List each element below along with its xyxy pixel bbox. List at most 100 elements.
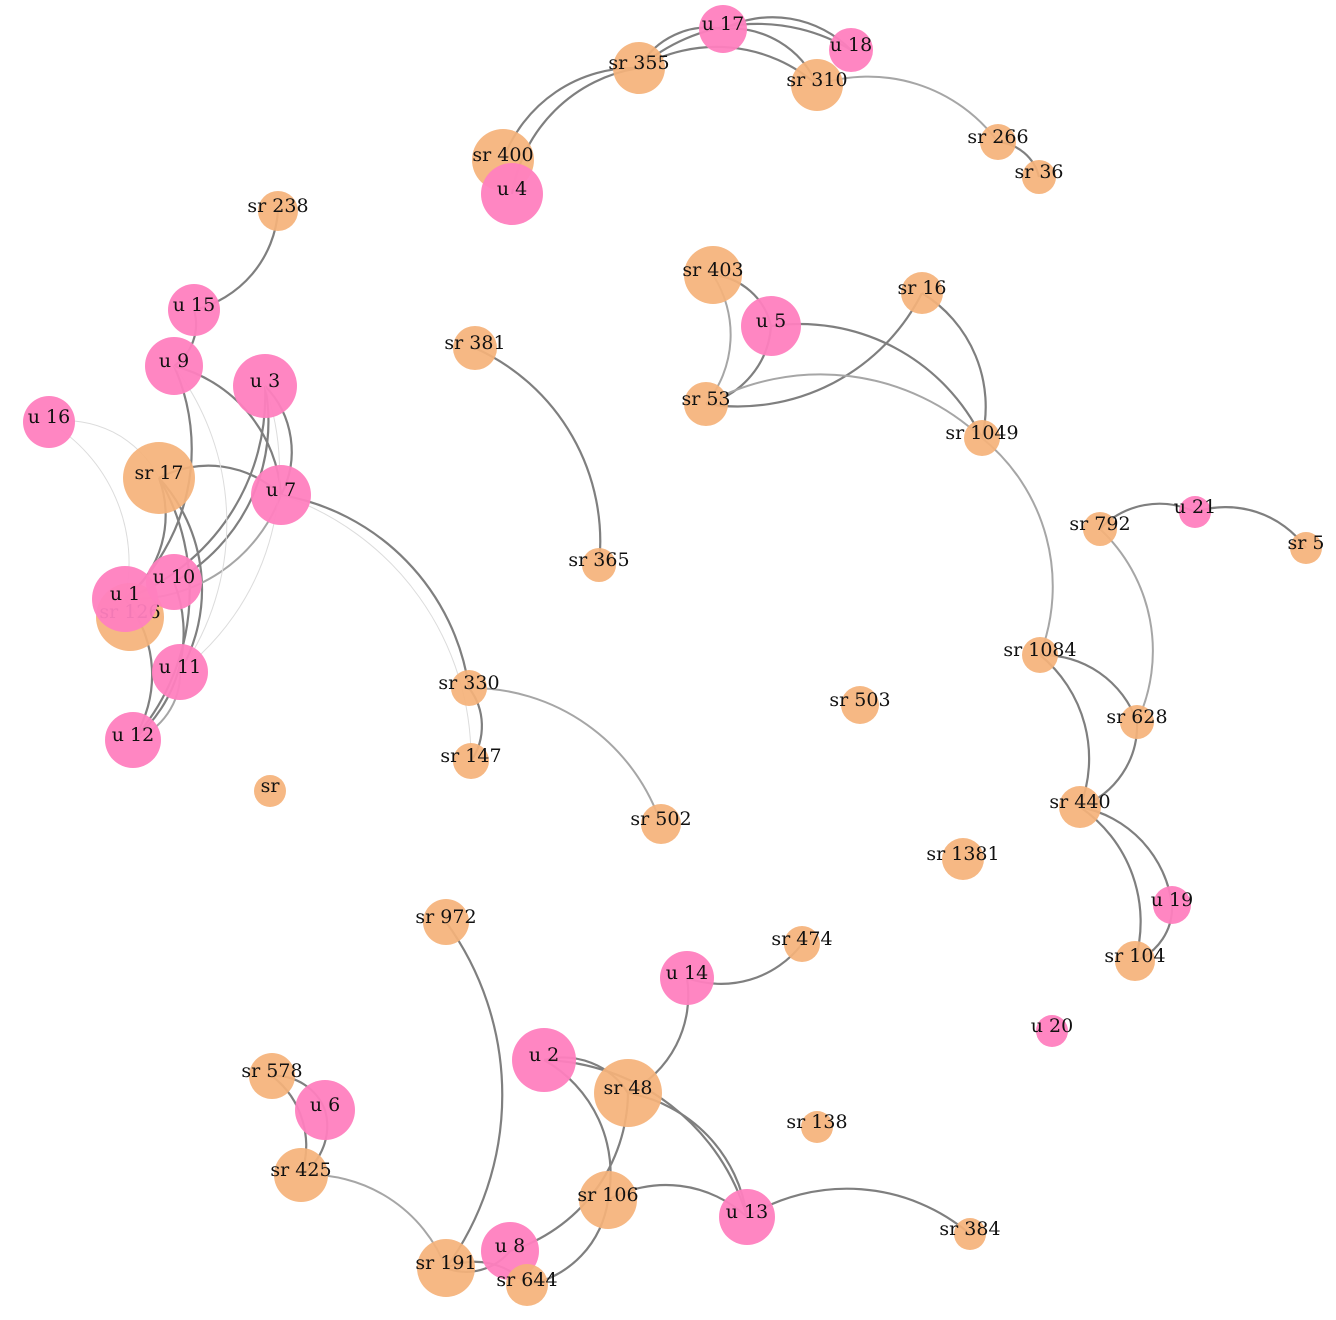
node-circle-sr266[interactable] [980, 124, 1016, 160]
node-sr628[interactable]: sr 628 [1106, 705, 1168, 739]
node-u2[interactable]: u 2 [512, 1028, 576, 1092]
node-sr238[interactable]: sr 238 [247, 191, 309, 231]
node-sr474[interactable]: sr 474 [771, 926, 833, 962]
node-u4[interactable]: u 4 [481, 163, 543, 225]
node-circle-u1[interactable] [92, 566, 158, 632]
node-circle-u9[interactable] [145, 337, 203, 395]
node-circle-u12[interactable] [105, 712, 161, 768]
node-circle-sr578[interactable] [249, 1053, 295, 1099]
node-circle-sr16[interactable] [901, 272, 943, 314]
node-sr36[interactable]: sr 36 [1014, 160, 1064, 194]
node-u9[interactable]: u 9 [145, 337, 203, 395]
node-sr5[interactable]: sr 5 [1288, 532, 1325, 564]
node-circle-sr1084[interactable] [1022, 637, 1058, 673]
node-sr381[interactable]: sr 381 [444, 326, 506, 370]
node-circle-sr330[interactable] [451, 670, 487, 706]
node-circle-sr474[interactable] [784, 926, 820, 962]
node-u13[interactable]: u 13 [719, 1189, 775, 1245]
node-circle-sr365[interactable] [582, 548, 616, 582]
node-circle-sr355[interactable] [613, 42, 665, 94]
node-circle-u15[interactable] [168, 284, 220, 336]
node-u17[interactable]: u 17 [699, 5, 747, 53]
node-u12[interactable]: u 12 [105, 712, 161, 768]
node-circle-sr972[interactable] [423, 899, 469, 945]
node-sr972[interactable]: sr 972 [415, 899, 477, 945]
node-circle-u18[interactable] [829, 28, 873, 72]
node-sr502[interactable]: sr 502 [630, 804, 692, 844]
node-circle-sr403[interactable] [684, 246, 742, 304]
node-circle-sr36[interactable] [1022, 160, 1056, 194]
node-sr403[interactable]: sr 403 [682, 246, 744, 304]
node-sr106[interactable]: sr 106 [577, 1171, 639, 1229]
node-circle-sr381[interactable] [453, 326, 497, 370]
node-circle-u11[interactable] [152, 644, 208, 700]
node-circle-u2[interactable] [512, 1028, 576, 1092]
node-circle-sr[interactable] [254, 775, 286, 807]
node-circle-sr1049[interactable] [964, 420, 1000, 456]
node-circle-u7[interactable] [251, 465, 311, 525]
node-circle-sr17[interactable] [123, 442, 195, 514]
node-circle-sr48[interactable] [594, 1059, 662, 1127]
node-sr191[interactable]: sr 191 [415, 1239, 477, 1297]
node-circle-sr502[interactable] [641, 804, 681, 844]
node-circle-sr425[interactable] [274, 1148, 328, 1202]
node-circle-sr238[interactable] [258, 191, 298, 231]
node-circle-sr384[interactable] [954, 1218, 986, 1250]
node-sr365[interactable]: sr 365 [568, 548, 630, 582]
node-u3[interactable]: u 3 [233, 354, 297, 418]
node-sr503[interactable]: sr 503 [829, 686, 891, 724]
node-sr16[interactable]: sr 16 [897, 272, 947, 314]
node-circle-u16[interactable] [23, 396, 75, 448]
node-circle-u6[interactable] [295, 1080, 355, 1140]
node-circle-sr310[interactable] [791, 59, 843, 111]
node-sr792[interactable]: sr 792 [1069, 512, 1131, 546]
node-circle-sr628[interactable] [1120, 705, 1154, 739]
node-sr147[interactable]: sr 147 [440, 743, 502, 779]
node-u20[interactable]: u 20 [1031, 1015, 1073, 1047]
node-u19[interactable]: u 19 [1151, 886, 1193, 924]
node-u10[interactable]: u 10 [146, 554, 202, 610]
node-circle-sr104[interactable] [1115, 941, 1155, 981]
node-u14[interactable]: u 14 [660, 951, 714, 1005]
node-sr17[interactable]: sr 17 [123, 442, 195, 514]
node-circle-sr5[interactable] [1290, 532, 1322, 564]
node-sr384[interactable]: sr 384 [939, 1218, 1001, 1250]
node-u11[interactable]: u 11 [152, 644, 208, 700]
node-circle-u19[interactable] [1153, 886, 1191, 924]
node-circle-u13[interactable] [719, 1189, 775, 1245]
node-circle-sr792[interactable] [1083, 512, 1117, 546]
node-circle-sr138[interactable] [801, 1111, 833, 1143]
node-circle-sr503[interactable] [841, 686, 879, 724]
node-circle-u3[interactable] [233, 354, 297, 418]
node-sr578[interactable]: sr 578 [241, 1053, 303, 1099]
node-u18[interactable]: u 18 [829, 28, 873, 72]
node-circle-sr106[interactable] [579, 1171, 637, 1229]
node-sr48[interactable]: sr 48 [594, 1059, 662, 1127]
node-sr1381[interactable]: sr 1381 [926, 838, 1000, 880]
node-circle-sr440[interactable] [1059, 786, 1101, 828]
node-sr425[interactable]: sr 425 [270, 1148, 332, 1202]
node-circle-u10[interactable] [146, 554, 202, 610]
node-sr1049[interactable]: sr 1049 [945, 420, 1019, 456]
node-sr440[interactable]: sr 440 [1049, 786, 1111, 828]
node-circle-u20[interactable] [1036, 1015, 1068, 1047]
node-circle-u21[interactable] [1179, 496, 1211, 528]
node-u15[interactable]: u 15 [168, 284, 220, 336]
node-sr1084[interactable]: sr 1084 [1003, 637, 1077, 673]
node-u6[interactable]: u 6 [295, 1080, 355, 1140]
node-u16[interactable]: u 16 [23, 396, 75, 448]
node-circle-sr1381[interactable] [942, 838, 984, 880]
node-u21[interactable]: u 21 [1174, 496, 1216, 528]
node-circle-sr644[interactable] [506, 1264, 548, 1306]
node-sr266[interactable]: sr 266 [967, 124, 1029, 160]
node-u7[interactable]: u 7 [251, 465, 311, 525]
node-circle-u14[interactable] [660, 951, 714, 1005]
node-u5[interactable]: u 5 [741, 296, 801, 356]
node-circle-u5[interactable] [741, 296, 801, 356]
node-circle-sr53[interactable] [684, 382, 728, 426]
node-sr53[interactable]: sr 53 [681, 382, 731, 426]
node-circle-u4[interactable] [481, 163, 543, 225]
node-circle-sr191[interactable] [417, 1239, 475, 1297]
node-circle-u17[interactable] [699, 5, 747, 53]
node-sr[interactable]: sr [254, 775, 286, 807]
